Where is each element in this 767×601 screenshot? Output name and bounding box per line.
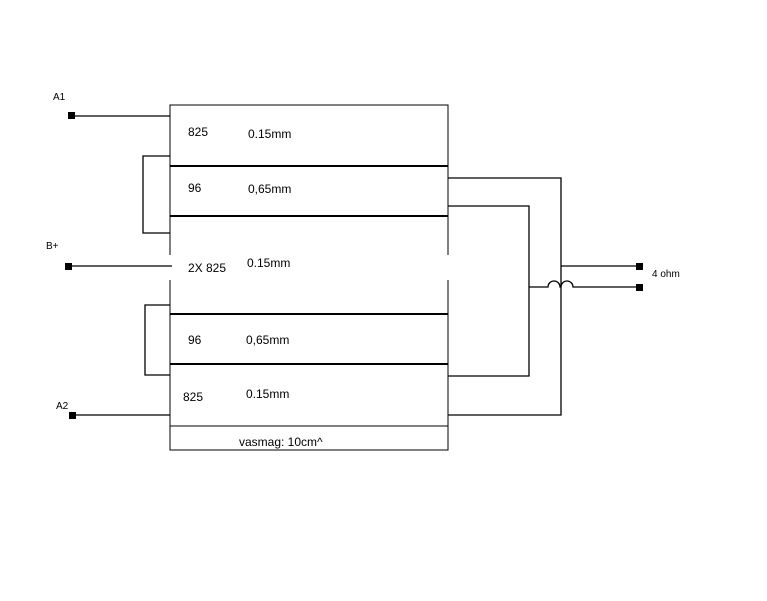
winding-1-wire: 0.15mm xyxy=(248,127,291,141)
winding-3-turns: 2X 825 xyxy=(188,261,226,275)
terminal-out-bottom xyxy=(636,284,643,291)
terminal-a2 xyxy=(69,412,76,419)
bridge-upper xyxy=(142,155,170,234)
core-note: vasmag: 10cm^ xyxy=(239,435,323,449)
winding-5-turns: 825 xyxy=(183,390,203,404)
winding-3-wire: 0.15mm xyxy=(247,256,290,270)
winding-5-wire: 0.15mm xyxy=(246,387,289,401)
winding-1-turns: 825 xyxy=(188,125,208,139)
crossover-right xyxy=(560,280,640,288)
terminal-a1 xyxy=(68,112,75,119)
crossover-left xyxy=(529,280,561,288)
wire-inner-secondary xyxy=(448,205,530,377)
label-b-plus: B+ xyxy=(46,241,59,252)
terminal-out-top xyxy=(636,263,643,270)
bridge-lower xyxy=(144,304,170,376)
transformer-body xyxy=(169,104,449,451)
terminal-b-plus xyxy=(65,263,72,270)
winding-2-turns: 96 xyxy=(188,181,202,195)
label-a2: A2 xyxy=(56,401,69,412)
label-a1: A1 xyxy=(53,92,66,103)
winding-4-wire: 0,65mm xyxy=(246,333,289,347)
label-output: 4 ohm xyxy=(652,269,680,280)
wire-outer-secondary xyxy=(448,177,562,416)
winding-2-wire: 0,65mm xyxy=(248,182,291,196)
winding-4-turns: 96 xyxy=(188,333,202,347)
